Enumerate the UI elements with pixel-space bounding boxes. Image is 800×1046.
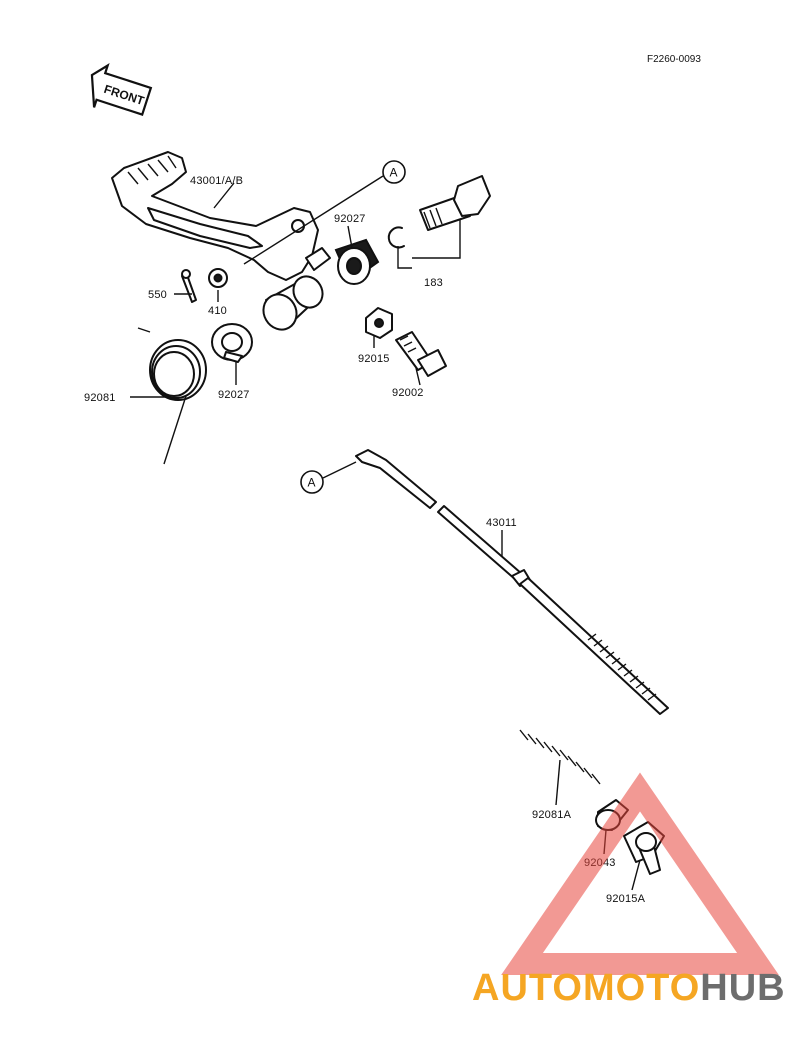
e-clip [387,226,405,249]
adjust-nut [623,821,665,875]
watermark-logo [501,772,779,975]
bolt-92002 [395,331,447,377]
brake-pedal [111,151,331,281]
front-arrow-icon: FRONT [90,63,153,116]
svg-text:AUTOMOTOHUB: AUTOMOTOHUB [472,967,786,1009]
brake-rod [355,449,669,715]
label-cotter-pin: 550 [148,289,167,301]
label-brake-pedal: 43001/A/B [190,175,243,187]
watermark-text: AUTOMOTOHUB [472,967,786,1009]
nut [365,307,393,339]
reference-marker-upper-label: A [390,166,398,180]
label-bolt: 92002 [392,387,424,399]
bushing-upper [334,238,380,285]
diagram-code: F2260-0093 [647,54,701,65]
watermark-part1: AUTOMOTO [472,967,700,1009]
washer [208,268,228,288]
rod-spring [519,729,601,785]
reference-marker-lower-label: A [308,476,316,490]
bolt-183 [419,175,491,231]
label-adjust-nut: 92015A [606,893,646,905]
label-rod-spring: 92081A [532,809,572,821]
pedal-pivot-bushing [262,275,324,331]
reference-marker-upper: A [243,160,406,265]
watermark-part2: HUB [700,967,785,1009]
cotter-pin [181,269,197,303]
return-spring [137,327,207,465]
leader-lines [130,182,641,891]
reference-marker-lower: A [300,461,357,494]
bushing-lower [211,323,253,363]
label-washer: 410 [208,305,227,317]
label-bushing-upper: 92027 [334,213,366,225]
label-bushing-lower: 92027 [218,389,250,401]
label-nut: 92015 [358,353,390,365]
label-e-clip-bolt-set: 183 [424,277,443,289]
label-brake-rod: 43011 [486,517,517,529]
label-return-spring: 92081 [84,392,116,404]
